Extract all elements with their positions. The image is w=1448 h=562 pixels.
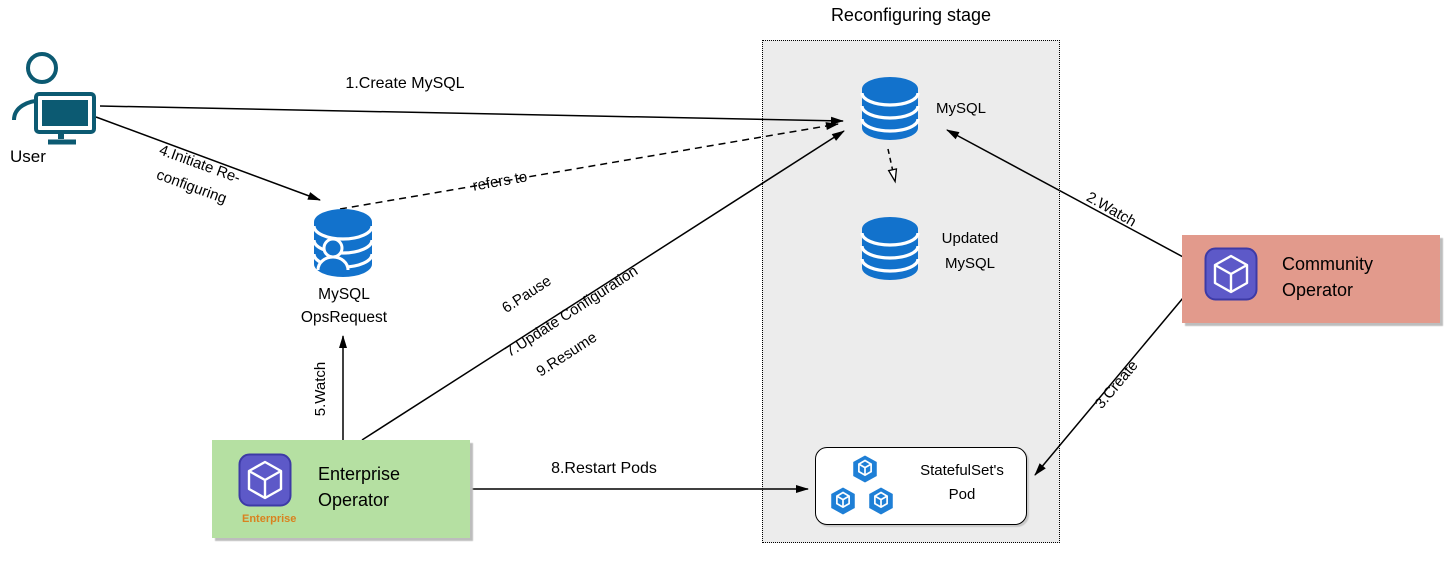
- ops-request-label-line1: MySQL: [318, 286, 370, 303]
- pod-icon: [851, 453, 879, 485]
- edge-label-initiate-reconfiguring: 4.Initiate Re- configuring: [124, 130, 267, 221]
- edge-label-create-pods: 3.Create: [1091, 357, 1142, 413]
- user-node: [8, 50, 100, 153]
- edge-label-refers-to: refers to: [471, 168, 529, 195]
- statefulset-pod-box: StatefulSet's Pod: [815, 447, 1027, 525]
- edge-label-watch-mysql: 2.Watch: [1083, 188, 1140, 231]
- updated-mysql-label: Updated MySQL: [928, 226, 1012, 276]
- updated-mysql-node: [859, 216, 921, 287]
- community-operator-icon: [1204, 247, 1258, 301]
- mysql-node: [859, 76, 921, 147]
- edge-label-watch-opsrequest: 5.Watch: [312, 361, 329, 417]
- ops-request-label: MySQL OpsRequest: [282, 283, 406, 329]
- enterprise-operator-box: Enterprise Operator Enterprise: [212, 440, 470, 538]
- community-operator-label-line1: Community: [1282, 254, 1374, 274]
- ops-request-node: [310, 208, 376, 287]
- updated-mysql-label-line1: Updated: [941, 230, 999, 247]
- mysql-database-icon: [860, 77, 920, 140]
- user-icon: [12, 52, 96, 145]
- edge-label-create-mysql: 1.Create MySQL: [345, 75, 465, 92]
- enterprise-operator-label-line2: Operator: [318, 490, 390, 510]
- stage-title: Reconfiguring stage: [830, 5, 992, 25]
- pod-icon: [867, 485, 895, 517]
- ops-request-label-line2: OpsRequest: [300, 309, 388, 326]
- updated-mysql-label-line2: MySQL: [944, 255, 995, 272]
- enterprise-badge: Enterprise: [242, 513, 297, 525]
- statefulset-pod-label-line1: StatefulSet's: [920, 462, 1004, 479]
- enterprise-operator-label-line1: Enterprise: [318, 464, 401, 484]
- community-operator-box: Community Operator: [1182, 235, 1440, 323]
- statefulset-pod-label: StatefulSet's Pod: [903, 459, 1021, 507]
- edge-label-restart-pods: 8.Restart Pods: [551, 460, 657, 477]
- user-label: User: [10, 147, 46, 166]
- statefulset-pod-label-line2: Pod: [948, 486, 976, 503]
- community-operator-label-line2: Operator: [1282, 280, 1354, 300]
- pod-icon: [829, 485, 857, 517]
- updated-mysql-database-icon: [860, 217, 920, 280]
- mysql-opsrequest-icon: [312, 209, 374, 277]
- enterprise-operator-icon: [238, 453, 292, 507]
- enterprise-operator-label: Enterprise Operator: [318, 461, 400, 513]
- arrow-create-mysql: [99, 105, 844, 125]
- mysql-label: MySQL: [936, 100, 987, 117]
- community-operator-label: Community Operator: [1282, 251, 1373, 303]
